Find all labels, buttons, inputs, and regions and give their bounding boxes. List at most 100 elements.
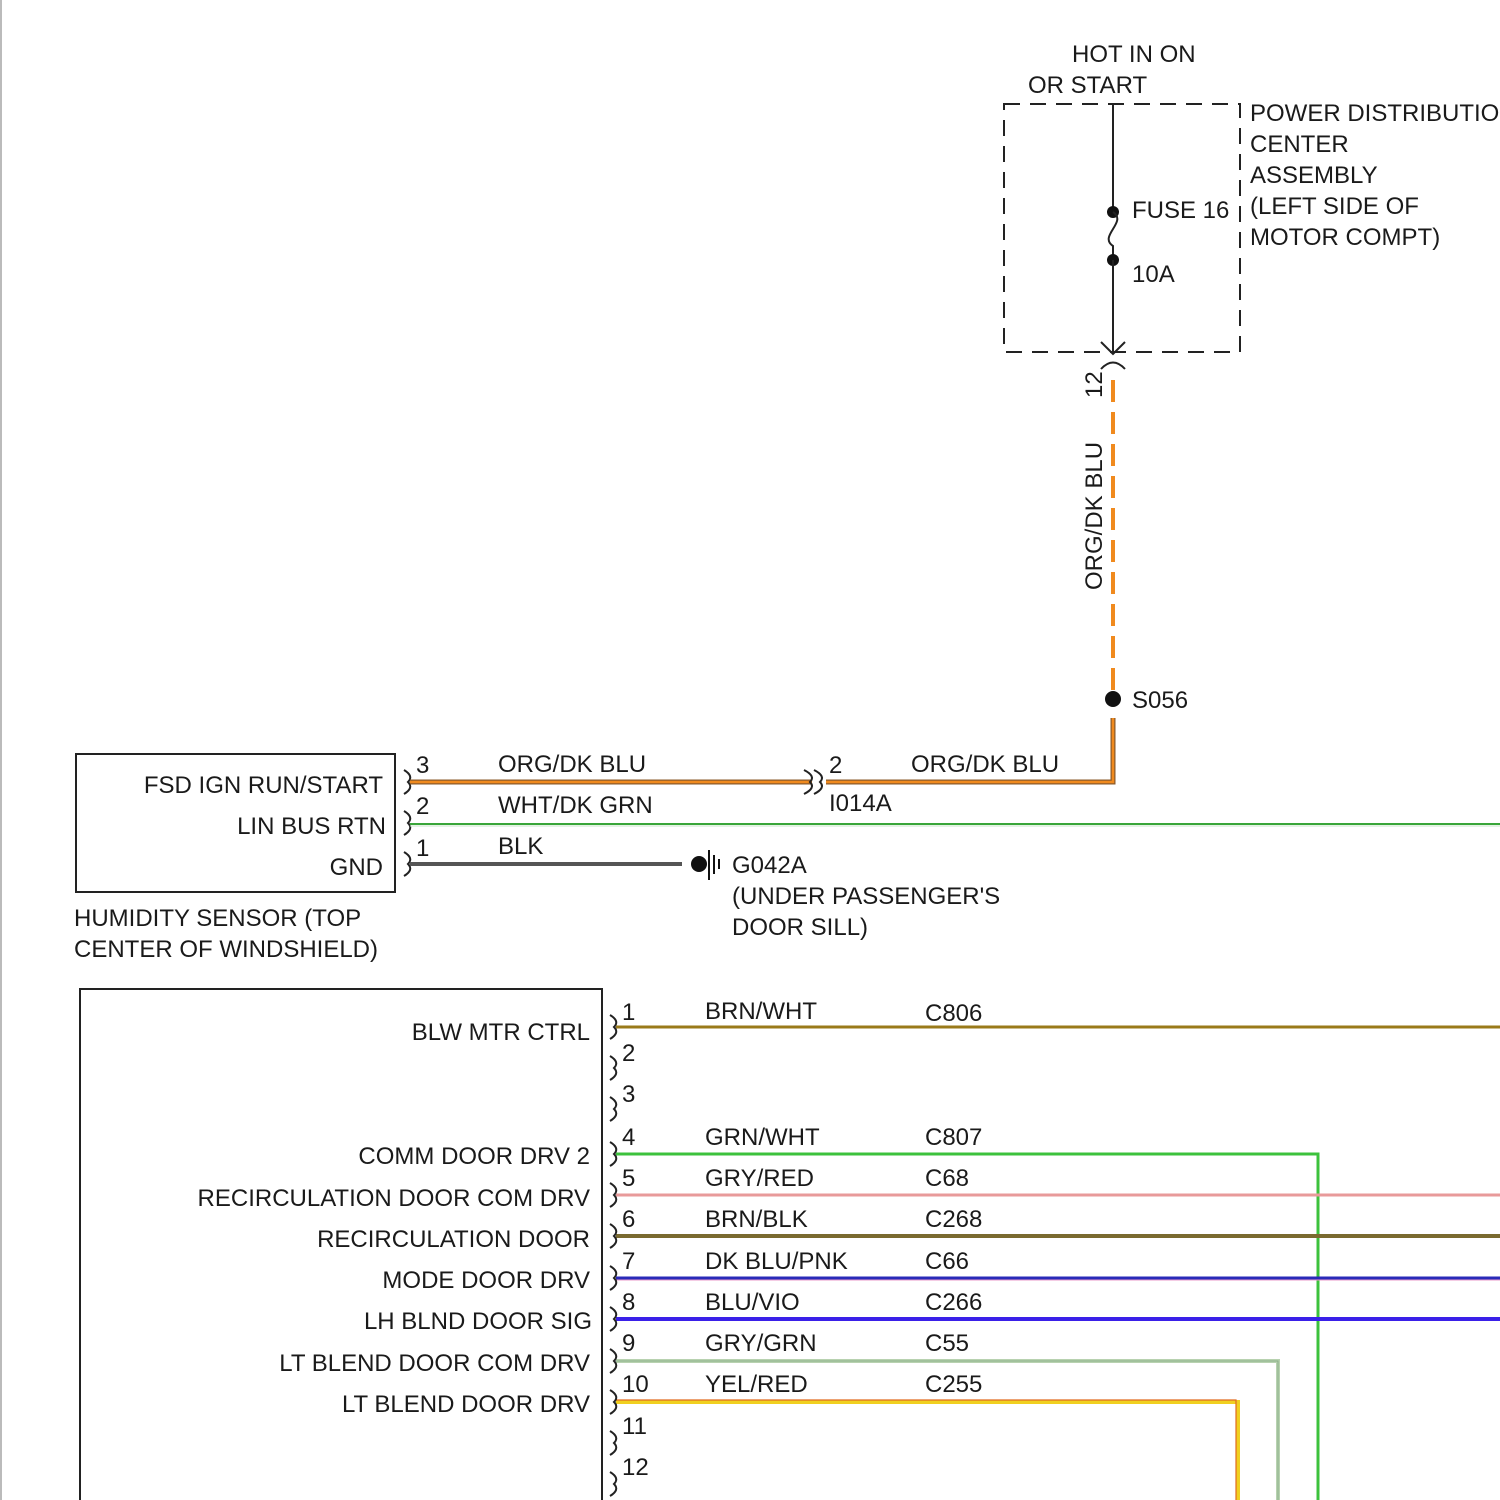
wire-yel-red xyxy=(616,1402,1238,1500)
ground-location: DOOR SILL) xyxy=(732,914,868,941)
hvac-pin-row: 7 MODE DOOR DRV DK BLU/PNK C66 xyxy=(382,1248,969,1294)
feed-wire-color-label: ORG/DK BLU xyxy=(1081,442,1108,590)
hvac-wire-color: GRY/GRN xyxy=(705,1330,817,1357)
hvac-connector-mark xyxy=(610,1056,616,1080)
hvac-pin-name: COMM DOOR DRV 2 xyxy=(358,1143,590,1170)
hvac-pin-number: 5 xyxy=(622,1165,635,1192)
humidity-sensor-caption: HUMIDITY SENSOR (TOP xyxy=(74,905,361,932)
pdc-name-line: MOTOR COMPT) xyxy=(1250,224,1440,251)
hvac-pin-row: 8 LH BLND DOOR SIG BLU/VIO C266 xyxy=(364,1289,982,1335)
hvac-wire-color: BLU/VIO xyxy=(705,1289,800,1316)
hvac-connector-mark xyxy=(610,1142,616,1166)
humidity-pin-number: 3 xyxy=(416,752,429,779)
pdc-name-line: ASSEMBLY xyxy=(1250,162,1378,189)
hvac-pin-row: 9 LT BLEND DOOR COM DRV GRY/GRN C55 xyxy=(279,1330,969,1377)
hvac-wire-color: DK BLU/PNK xyxy=(705,1248,848,1275)
splice-dot xyxy=(1105,691,1121,707)
humidity-connector-mark xyxy=(404,811,410,835)
humidity-sensor-caption: CENTER OF WINDSHIELD) xyxy=(74,936,378,963)
hvac-pin-number: 10 xyxy=(622,1371,649,1398)
hvac-wire-color: GRY/RED xyxy=(705,1165,814,1192)
ground-dot xyxy=(691,856,707,872)
humidity-pin-number: 2 xyxy=(416,793,429,820)
hvac-pin-number: 7 xyxy=(622,1248,635,1275)
fuse-symbol xyxy=(1109,212,1118,260)
inline-connector-wire-label: ORG/DK BLU xyxy=(911,751,1059,778)
hvac-pin-row: 12 xyxy=(610,1454,649,1496)
hvac-circuit: C66 xyxy=(925,1248,969,1275)
hvac-connector-mark xyxy=(610,1183,616,1207)
hvac-connector-mark xyxy=(610,1266,616,1290)
hvac-connector-mark xyxy=(610,1097,616,1121)
hvac-pin-name: RECIRCULATION DOOR COM DRV xyxy=(198,1185,590,1212)
hvac-connector-mark xyxy=(610,1307,616,1331)
humidity-pin-name: LIN BUS RTN xyxy=(237,813,386,840)
ground-location: (UNDER PASSENGER'S xyxy=(732,883,1000,910)
hvac-pin-row: 3 xyxy=(610,1081,635,1121)
hvac-pin-name: LT BLEND DOOR DRV xyxy=(342,1391,590,1418)
hvac-connector-mark xyxy=(610,1431,616,1455)
wire-yel-red-stripe xyxy=(616,1400,1236,1500)
hvac-pin-row: 4 COMM DOOR DRV 2 GRN/WHT C807 xyxy=(358,1124,982,1170)
hvac-pin-number: 1 xyxy=(622,999,635,1026)
hvac-pin-row: 11 xyxy=(610,1413,647,1455)
hvac-connector-mark xyxy=(610,1015,616,1039)
hvac-circuit: C68 xyxy=(925,1165,969,1192)
hvac-circuit: C255 xyxy=(925,1371,982,1398)
hvac-pin-name: MODE DOOR DRV xyxy=(382,1267,590,1294)
hvac-wire-color: BRN/WHT xyxy=(705,998,817,1025)
humidity-connector-mark xyxy=(404,852,410,876)
or-start-label: OR START xyxy=(1028,72,1147,99)
wire-color-label: WHT/DK GRN xyxy=(498,792,653,819)
pdc-name-line: CENTER xyxy=(1250,131,1349,158)
humidity-connector-mark xyxy=(404,770,410,794)
hvac-pin-name: RECIRCULATION DOOR xyxy=(317,1226,590,1253)
hvac-connector-mark xyxy=(610,1472,616,1496)
hvac-pin-number: 3 xyxy=(622,1081,635,1108)
hvac-pin-name: BLW MTR CTRL xyxy=(412,1019,590,1046)
hvac-connector-mark xyxy=(610,1390,616,1414)
hvac-pin-name: LH BLND DOOR SIG xyxy=(364,1308,592,1335)
inline-connector-right-mark xyxy=(814,770,822,794)
pdc-pin-number: 12 xyxy=(1081,371,1108,398)
hvac-pin-number: 6 xyxy=(622,1206,635,1233)
hvac-pin-row: 5 RECIRCULATION DOOR COM DRV GRY/RED C68 xyxy=(198,1165,970,1212)
hvac-pin-name: LT BLEND DOOR COM DRV xyxy=(279,1350,590,1377)
hvac-module: 1 BLW MTR CTRL BRN/WHT C806 2 3 4 COMM D… xyxy=(80,989,1500,1500)
wire-color-label: BLK xyxy=(498,833,543,860)
hvac-pin-number: 2 xyxy=(622,1040,635,1067)
power-distribution-center: HOT IN ON OR START POWER DISTRIBUTIO CEN… xyxy=(1004,41,1499,398)
hot-in-on-label: HOT IN ON xyxy=(1072,41,1196,68)
pdc-name-line: POWER DISTRIBUTIO xyxy=(1250,100,1499,127)
hvac-wire-color: BRN/BLK xyxy=(705,1206,808,1233)
hvac-circuit: C55 xyxy=(925,1330,969,1357)
hvac-wire-color: YEL/RED xyxy=(705,1371,808,1398)
hvac-wire-color: GRN/WHT xyxy=(705,1124,820,1151)
hvac-pin-row: 6 RECIRCULATION DOOR BRN/BLK C268 xyxy=(317,1206,982,1253)
splice-label: S056 xyxy=(1132,687,1188,714)
hvac-pin-number: 4 xyxy=(622,1124,635,1151)
wire-color-label: ORG/DK BLU xyxy=(498,751,646,778)
hvac-circuit: C268 xyxy=(925,1206,982,1233)
hvac-pin-number: 11 xyxy=(622,1413,647,1440)
ground-point: G042A (UNDER PASSENGER'S DOOR SILL) xyxy=(691,850,1000,941)
humidity-pin-name: FSD IGN RUN/START xyxy=(144,772,383,799)
hvac-pin-row: 1 BLW MTR CTRL BRN/WHT C806 xyxy=(412,998,983,1046)
hvac-pin-number: 12 xyxy=(622,1454,649,1481)
hvac-connector-mark xyxy=(610,1224,616,1248)
ground-label: G042A xyxy=(732,852,807,879)
fuse-rating: 10A xyxy=(1132,261,1175,288)
humidity-pin-number: 1 xyxy=(416,835,429,862)
hvac-circuit: C266 xyxy=(925,1289,982,1316)
hvac-pin-row: 10 LT BLEND DOOR DRV YEL/RED C255 xyxy=(342,1371,982,1418)
humidity-pin-name: GND xyxy=(330,854,383,881)
fuse-label: FUSE 16 xyxy=(1132,197,1229,224)
hvac-connector-mark xyxy=(610,1349,616,1373)
hvac-pin-number: 9 xyxy=(622,1330,635,1357)
hvac-circuit: C806 xyxy=(925,1000,982,1027)
hvac-pin-number: 8 xyxy=(622,1289,635,1316)
pdc-name-line: (LEFT SIDE OF xyxy=(1250,193,1419,220)
inline-connector-pin: 2 xyxy=(829,752,842,779)
pdc-dashed-box xyxy=(1004,104,1240,352)
